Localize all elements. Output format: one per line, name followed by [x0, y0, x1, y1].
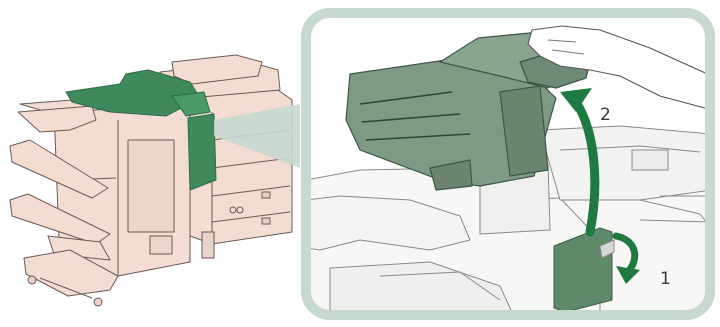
step-2-label: 2	[600, 105, 611, 125]
detail-callout	[306, 13, 720, 327]
step-1-label: 1	[660, 269, 671, 289]
